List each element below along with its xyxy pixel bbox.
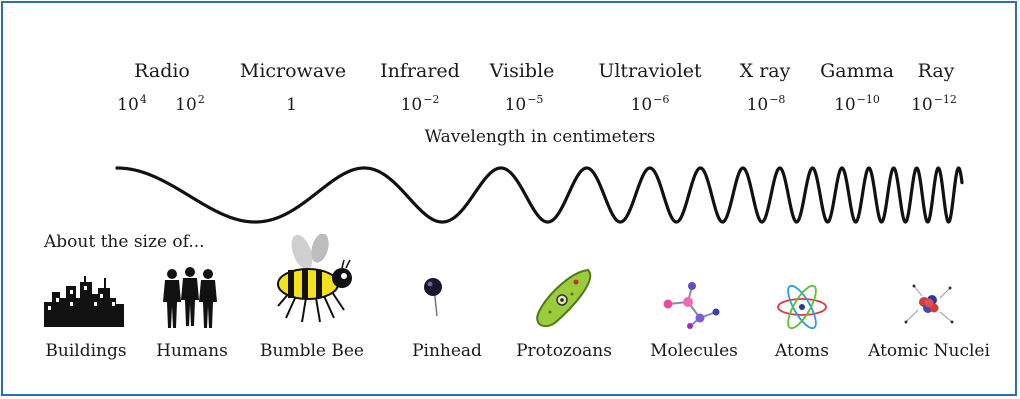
buildings-icon	[44, 272, 124, 327]
atom-icon	[776, 284, 828, 330]
object-label-atoms: Atoms	[775, 341, 829, 361]
object-label-humans: Humans	[156, 341, 228, 361]
object-label-pinhead: Pinhead	[412, 341, 482, 361]
size-intro: About the size of...	[44, 232, 205, 252]
humans-icon	[160, 266, 220, 328]
protozoan-icon	[532, 266, 596, 330]
bumble-bee-icon	[272, 234, 354, 326]
object-label-atomic-nuclei: Atomic Nuclei	[868, 341, 990, 361]
object-label-buildings: Buildings	[45, 341, 126, 361]
object-label-molecules: Molecules	[650, 341, 738, 361]
pinhead-icon	[420, 276, 450, 322]
molecule-icon	[660, 278, 722, 330]
object-label-protozoans: Protozoans	[516, 341, 612, 361]
object-label-bumble-bee: Bumble Bee	[260, 341, 364, 361]
atomic-nucleus-icon	[900, 278, 958, 330]
